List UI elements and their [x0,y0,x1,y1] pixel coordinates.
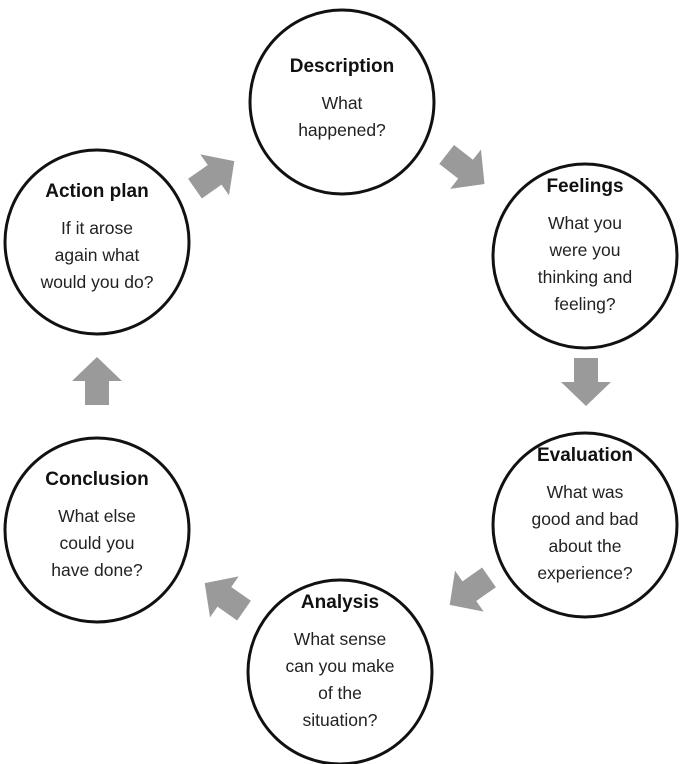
arrow-feelings-to-evaluation-icon [561,358,611,406]
stage-question-line: about the [549,536,622,556]
stage-title: Analysis [301,592,379,613]
arrow-description-to-feelings-icon [439,144,485,189]
stage-title: Feelings [546,176,623,197]
stage-circle [491,431,679,619]
stage-question-line: What you [548,213,622,233]
stage-question-line: feeling? [554,294,616,314]
stage-question-line: What sense [294,629,386,649]
stage-question-line: would you do? [40,272,154,292]
stage-question-line: of the [318,683,362,703]
stage-title: Conclusion [45,469,148,490]
arrow-evaluation-to-analysis-icon [449,567,496,612]
stage-title: Evaluation [537,445,633,466]
stage-question-line: can you make [286,656,395,676]
stage-question-line: thinking and [538,267,632,287]
stage-question-line: experience? [537,563,633,583]
arrow-conclusion-to-action-icon [72,357,122,405]
stage-question-line: What else [58,506,136,526]
stage-circle [3,148,191,336]
stage-question-line: were you [548,240,620,260]
stage-question-line: could you [60,533,135,553]
stage-question-line: have done? [51,560,143,580]
stage-question-line: happened? [298,120,386,140]
stage-question-line: again what [55,245,140,265]
stage-circle [491,162,679,350]
stage-question-line: situation? [303,710,378,730]
arrow-action-to-description-icon [188,154,235,199]
stage-action-plan: Action plan If it arose again what would yo… [3,148,191,336]
stage-circle [3,436,191,624]
stage-circle [246,578,434,764]
arrow-analysis-to-conclusion-icon [204,576,251,621]
stage-question-line: What [322,93,363,113]
stage-question-line: What was [547,482,624,502]
stage-title: Description [290,56,395,77]
stage-circle [248,8,436,196]
stage-title: Action plan [45,181,148,202]
stage-question-line: good and bad [531,509,638,529]
arrows-layer [72,144,611,621]
stage-question-line: If it arose [61,218,133,238]
